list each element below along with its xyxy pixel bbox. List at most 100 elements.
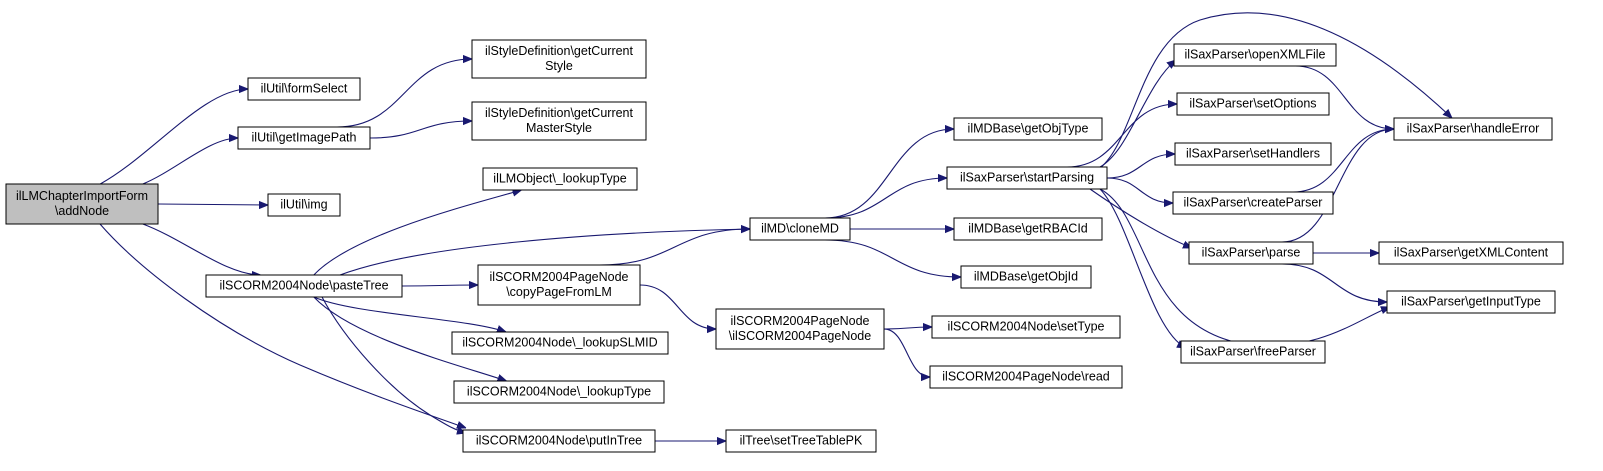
node-box	[749, 217, 851, 241]
node-box	[1172, 191, 1334, 215]
edge-cloneMD-to-getObjId	[824, 239, 961, 277]
edge	[1281, 129, 1394, 243]
node-getImagePath[interactable]: ilUtil\getImagePath	[237, 126, 371, 150]
node-box	[451, 331, 669, 355]
node-getRBACId[interactable]: ilMDBase\getRBACId	[953, 217, 1103, 241]
node-label: ilSaxParser\startParsing	[960, 171, 1094, 185]
node-root[interactable]: ilLMChapterImportForm\addNode	[5, 183, 159, 225]
node-label: \ilSCORM2004PageNode	[729, 329, 871, 343]
edge-pasteTree-to-cloneMD	[339, 229, 750, 276]
node-label: ilSCORM2004Node\_lookupType	[467, 385, 651, 399]
node-box	[205, 274, 403, 298]
node-box	[1386, 290, 1556, 314]
edge	[369, 121, 472, 139]
node-getInputType[interactable]: ilSaxParser\getInputType	[1386, 290, 1556, 314]
node-label: ilStyleDefinition\getCurrent	[485, 106, 634, 120]
node-setTreeTablePK[interactable]: ilTree\setTreeTablePK	[725, 429, 877, 453]
edge-parse-to-getInputType	[1281, 263, 1387, 302]
edge-root-to-putInTree	[99, 223, 466, 428]
node-box	[482, 167, 638, 191]
edge-copyPageFromLM-to-pageNodeCtor	[639, 284, 716, 329]
node-handleError[interactable]: ilSaxParser\handleError	[1393, 117, 1553, 141]
node-label: ilLMChapterImportForm	[16, 189, 148, 203]
node-label: ilSaxParser\getInputType	[1401, 295, 1541, 309]
node-label: \copyPageFromLM	[506, 285, 612, 299]
node-box	[931, 315, 1121, 339]
node-label: ilSaxParser\parse	[1202, 246, 1301, 260]
node-label: ilSaxParser\handleError	[1407, 122, 1540, 136]
edge	[1292, 129, 1394, 193]
node-copyPageFromLM[interactable]: ilSCORM2004PageNode\copyPageFromLM	[477, 264, 641, 306]
node-label: ilSCORM2004PageNode	[490, 270, 629, 284]
edge-root-to-getImagePath	[142, 138, 238, 185]
node-label: ilSaxParser\createParser	[1184, 196, 1323, 210]
node-label: ilSaxParser\getXMLContent	[1394, 246, 1549, 260]
node-cloneMD[interactable]: ilMD\cloneMD	[749, 217, 851, 241]
edge	[824, 129, 954, 219]
node-box	[237, 126, 371, 150]
node-getObjId[interactable]: ilMDBase\getObjId	[960, 265, 1092, 289]
node-label: ilSCORM2004Node\setType	[947, 320, 1104, 334]
node-nodeLookupType[interactable]: ilSCORM2004Node\_lookupType	[453, 380, 665, 404]
node-formSelect[interactable]: ilUtil\formSelect	[247, 77, 361, 101]
edge-root-to-pasteTree	[142, 223, 261, 275]
node-label: Style	[545, 59, 573, 73]
edge	[336, 59, 472, 128]
node-setHandlers[interactable]: ilSaxParser\setHandlers	[1174, 142, 1332, 166]
node-lookupSLMID[interactable]: ilSCORM2004Node\_lookupSLMID	[451, 331, 669, 355]
node-box	[953, 217, 1103, 241]
node-getObjType[interactable]: ilMDBase\getObjType	[953, 117, 1103, 141]
node-startParsing[interactable]: ilSaxParser\startParsing	[946, 166, 1108, 190]
edge-cloneMD-to-getObjType	[824, 129, 954, 219]
edge	[313, 190, 522, 276]
node-createParser[interactable]: ilSaxParser\createParser	[1172, 191, 1334, 215]
edge	[99, 223, 466, 428]
edge-pasteTree-to-nodeLookupType	[313, 296, 507, 381]
edge	[157, 204, 268, 205]
edge	[639, 284, 716, 329]
node-box	[477, 264, 641, 306]
node-openXMLFile[interactable]: ilSaxParser\openXMLFile	[1173, 43, 1337, 67]
edges-layer	[99, 12, 1452, 441]
edge-createParser-to-handleError	[1292, 129, 1394, 193]
node-setOptions[interactable]: ilSaxParser\setOptions	[1176, 92, 1330, 116]
edge	[1106, 177, 1173, 203]
edge-pasteTree-to-putInTree	[321, 296, 466, 433]
node-label: ilMDBase\getObjType	[968, 122, 1089, 136]
node-label: ilUtil\getImagePath	[252, 131, 357, 145]
node-getXMLContent[interactable]: ilSaxParser\getXMLContent	[1378, 241, 1564, 265]
node-lmLookupType[interactable]: ilLMObject\_lookupType	[482, 167, 638, 191]
node-box	[5, 183, 159, 225]
node-box	[453, 380, 665, 404]
node-label: ilSaxParser\freeParser	[1190, 345, 1316, 359]
node-setType[interactable]: ilSCORM2004Node\setType	[931, 315, 1121, 339]
node-pasteTree[interactable]: ilSCORM2004Node\pasteTree	[205, 274, 403, 298]
node-box	[946, 166, 1108, 190]
node-pageRead[interactable]: ilSCORM2004PageNode\read	[929, 365, 1123, 389]
edge	[824, 178, 947, 219]
edge-startParsing-to-openXMLFile	[1099, 60, 1176, 168]
edge-pasteTree-to-copyPageFromLM	[401, 285, 478, 286]
node-parse[interactable]: ilSaxParser\parse	[1188, 241, 1314, 265]
edge-pasteTree-to-lmLookupType	[313, 190, 522, 276]
edge	[883, 327, 932, 329]
edge-pasteTree-to-lookupSLMID	[313, 296, 506, 332]
node-img[interactable]: ilUtil\img	[267, 193, 341, 217]
node-box	[953, 117, 1103, 141]
node-pageNodeCtor[interactable]: ilSCORM2004PageNode\ilSCORM2004PageNode	[715, 308, 885, 350]
edge	[883, 328, 931, 377]
node-box	[725, 429, 877, 453]
node-label: ilSCORM2004Node\_lookupSLMID	[462, 336, 657, 350]
node-freeParser[interactable]: ilSaxParser\freeParser	[1180, 340, 1326, 364]
edge	[1281, 263, 1387, 302]
edge	[401, 285, 478, 286]
node-box	[267, 193, 341, 217]
node-label: ilMD\cloneMD	[761, 222, 839, 236]
node-box	[471, 101, 647, 141]
node-putInTree[interactable]: ilSCORM2004Node\putInTree	[462, 429, 656, 453]
node-box	[1176, 92, 1330, 116]
node-label: ilSaxParser\setHandlers	[1186, 147, 1320, 161]
